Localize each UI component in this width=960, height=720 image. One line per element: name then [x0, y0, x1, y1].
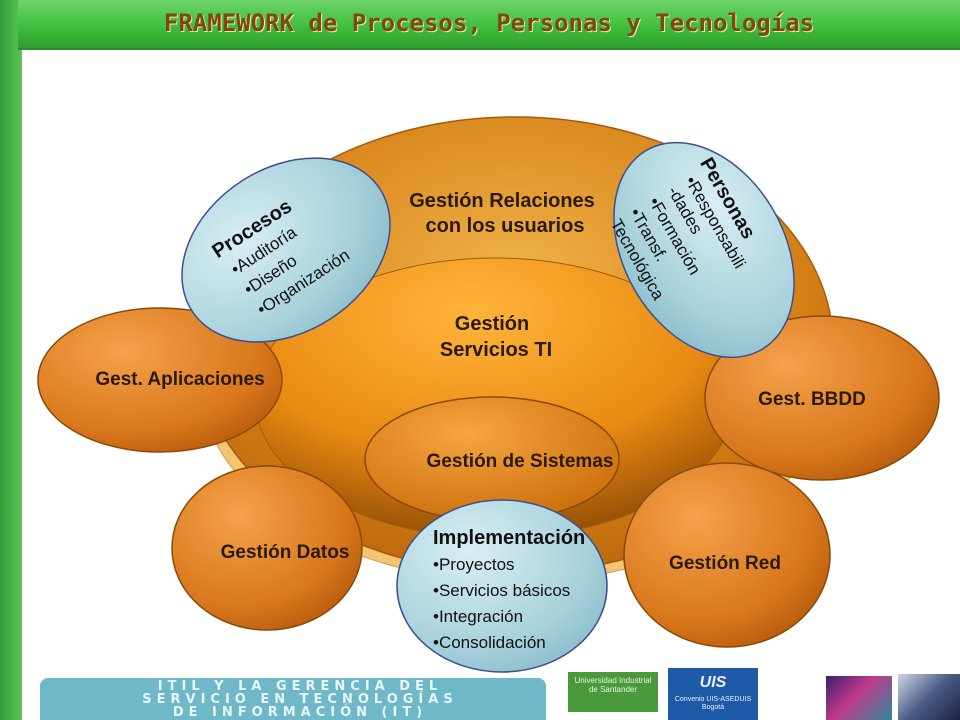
footer-banner-line-3: DE INFORMACIÓN (IT): [172, 705, 428, 720]
title-bar: [18, 0, 960, 50]
sistemas-label: Gestión de Sistemas: [427, 451, 614, 472]
implementacion-item-servicios: •Servicios básicos: [433, 581, 570, 600]
uis-logo: [668, 668, 758, 720]
framework-diagram: Gestión Relaciones con los usuarios Gest…: [37, 116, 940, 673]
procesos-bubble: [181, 157, 391, 343]
red-bubble: [623, 462, 831, 648]
footer-banner-line-1: ITIL Y LA GERENCIA DEL: [157, 679, 443, 694]
implementacion-heading: Implementación: [433, 527, 585, 549]
relaciones-label-2: con los usuarios: [426, 215, 585, 237]
footer-banner: [40, 678, 546, 720]
footer-photo-1: [826, 676, 892, 720]
servicios-label-2: Servicios TI: [440, 339, 552, 361]
implementacion-bubble: [396, 499, 608, 673]
red-label: Gestión Red: [669, 553, 781, 574]
relaciones-label-1: Gestión Relaciones: [409, 190, 595, 212]
implementacion-item-consolidacion: •Consolidación: [433, 633, 546, 652]
uis-logo-text: UIS: [699, 674, 727, 691]
slide-title: FRAMEWORK de Procesos, Personas y Tecnol…: [163, 9, 815, 37]
personas-bubble: [613, 141, 795, 359]
bbdd-bubble: [704, 315, 940, 481]
aplicaciones-label: Gest. Aplicaciones: [95, 369, 264, 390]
bbdd-label: Gest. BBDD: [758, 389, 866, 410]
servicios-label-1: Gestión: [455, 313, 529, 335]
uis-green-logo: [568, 672, 658, 712]
implementacion-item-proyectos: •Proyectos: [433, 555, 515, 574]
implementacion-item-integracion: •Integración: [433, 607, 523, 626]
footer-banner-line-2: SERVICIO EN TECNOLOGÍAS: [142, 692, 458, 707]
left-accent-bar: [0, 0, 22, 720]
footer-banner-text: ITIL Y LA GERENCIA DEL SERVICIO EN TECNO…: [60, 680, 540, 719]
footer-photo-2: [898, 674, 960, 720]
aplicaciones-bubble: [37, 307, 283, 453]
datos-bubble: [171, 465, 363, 631]
uis-green-logo-text: Universidad Industrial de Santander: [574, 676, 652, 694]
uis-logo-subtext: Convenio UIS-ASEDUIS Bogotá: [674, 696, 752, 711]
datos-label: Gestión Datos: [221, 542, 350, 563]
